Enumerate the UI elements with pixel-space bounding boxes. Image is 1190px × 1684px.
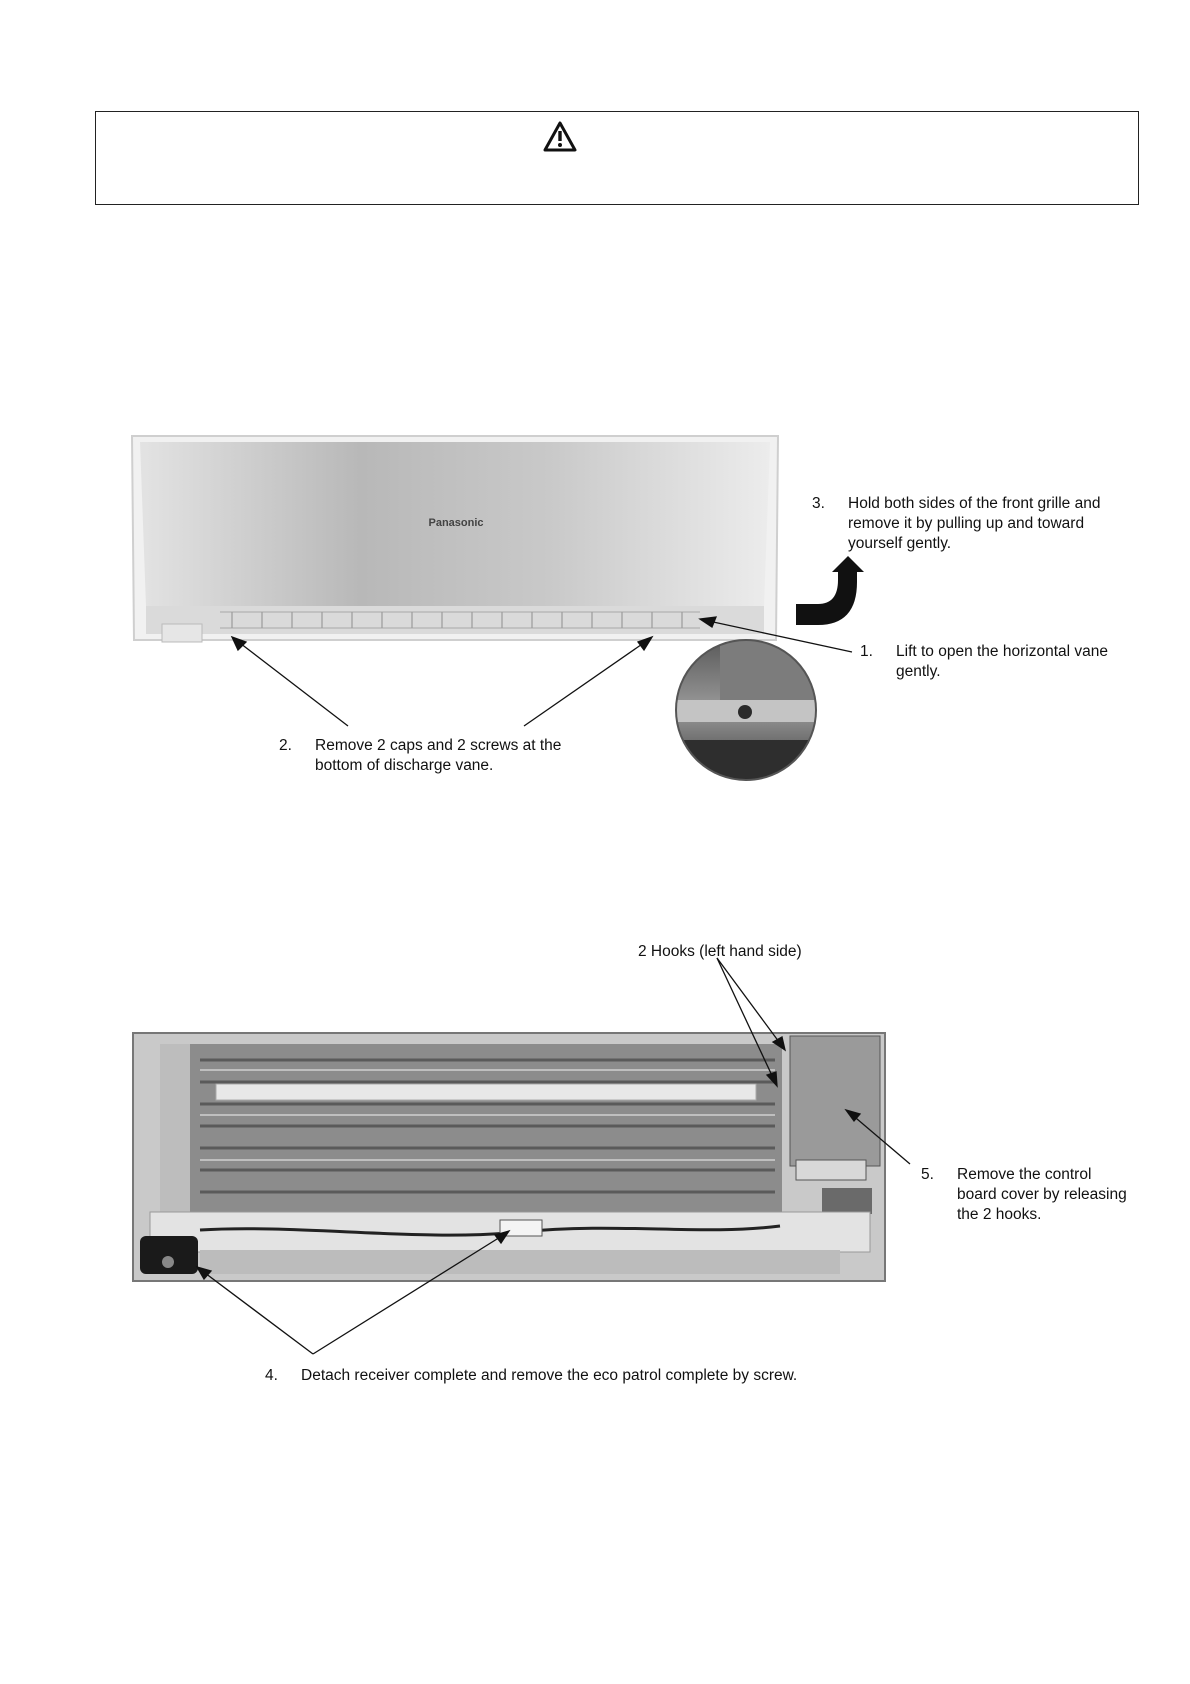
step-4-number: 4. xyxy=(265,1367,278,1384)
step-1-text: Lift to open the horizontal vane gently. xyxy=(896,643,1108,680)
warning-box xyxy=(95,111,1139,205)
indoor-unit-photo: Panasonic xyxy=(130,435,864,781)
step-3-text: Hold both sides of the front grille and … xyxy=(848,495,1101,552)
unit-brand-label: Panasonic xyxy=(428,517,483,529)
step-5-text: Remove the control board cover by releas… xyxy=(957,1166,1127,1223)
step-1-number: 1. xyxy=(860,643,873,660)
hooks-label: 2 Hooks (left hand side) xyxy=(638,943,802,960)
step-3-number: 3. xyxy=(812,495,825,512)
step-4-text: Detach receiver complete and remove the … xyxy=(301,1367,798,1384)
step-2-number: 2. xyxy=(279,737,292,754)
step-5-number: 5. xyxy=(921,1166,934,1183)
step-2-text: Remove 2 caps and 2 screws at the bottom… xyxy=(315,737,562,774)
warning-triangle-icon xyxy=(543,121,577,152)
